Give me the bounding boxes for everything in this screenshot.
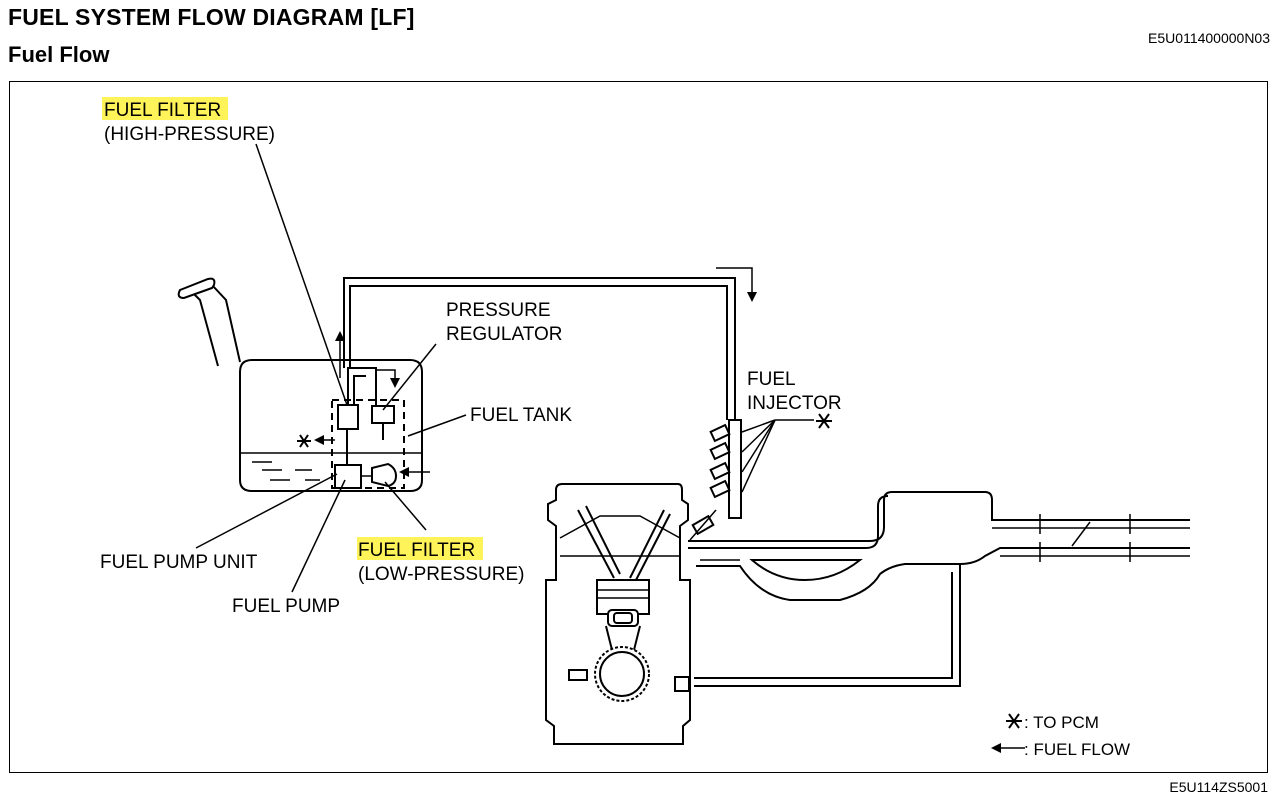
legend: : TO PCM : FUEL FLOW <box>991 713 1130 759</box>
fuel-filter-hp-label: FUEL FILTER <box>104 100 221 121</box>
legend-fuel-flow: : FUEL FLOW <box>1024 740 1130 759</box>
document-id: E5U011400000N03 <box>1148 30 1270 46</box>
fuel-injector-label-2: INJECTOR <box>747 393 842 414</box>
fuel-injector-label-1: FUEL <box>747 369 796 390</box>
section-subtitle: Fuel Flow <box>8 42 110 67</box>
fuel-pump-label: FUEL PUMP <box>232 596 340 617</box>
fuel-filter-lp-label: FUEL FILTER <box>358 540 475 561</box>
injector-leader-lines <box>741 419 814 493</box>
high-pressure-filter-element <box>337 404 359 430</box>
diagram-frame <box>9 81 1268 773</box>
figure-id: E5U114ZS5001 <box>1169 779 1268 795</box>
intake-manifold <box>688 491 1190 687</box>
fuel-pump-element <box>334 464 362 489</box>
legend-star-icon <box>1006 713 1022 729</box>
pressure-regulator-element <box>371 405 395 424</box>
fuel-filter-lp-sub-label: (LOW-PRESSURE) <box>358 564 524 585</box>
fuel-tank-label: FUEL TANK <box>470 405 572 426</box>
fuel-rail <box>689 419 742 541</box>
fuel-filter-hp-highlight <box>102 97 228 120</box>
to-pcm-star-icon <box>297 434 311 448</box>
label-leader-lines <box>195 143 467 593</box>
engine <box>545 483 691 745</box>
fuel-filter-hp-sub-label: (HIGH-PRESSURE) <box>104 124 275 145</box>
fuel-pump-unit-label: FUEL PUMP UNIT <box>100 552 258 573</box>
page-title: FUEL SYSTEM FLOW DIAGRAM [LF] <box>8 4 415 30</box>
injector-pcm-star-icon <box>816 413 832 429</box>
legend-to-pcm: : TO PCM <box>1024 713 1099 732</box>
low-pressure-filter-element <box>371 462 398 488</box>
fuel-filter-lp-highlight <box>357 537 483 560</box>
fuel-tank <box>177 277 423 492</box>
pressure-regulator-label-2: REGULATOR <box>446 324 563 345</box>
fuel-pump-unit-box <box>331 399 405 489</box>
pressure-regulator-label-1: PRESSURE <box>446 300 551 321</box>
